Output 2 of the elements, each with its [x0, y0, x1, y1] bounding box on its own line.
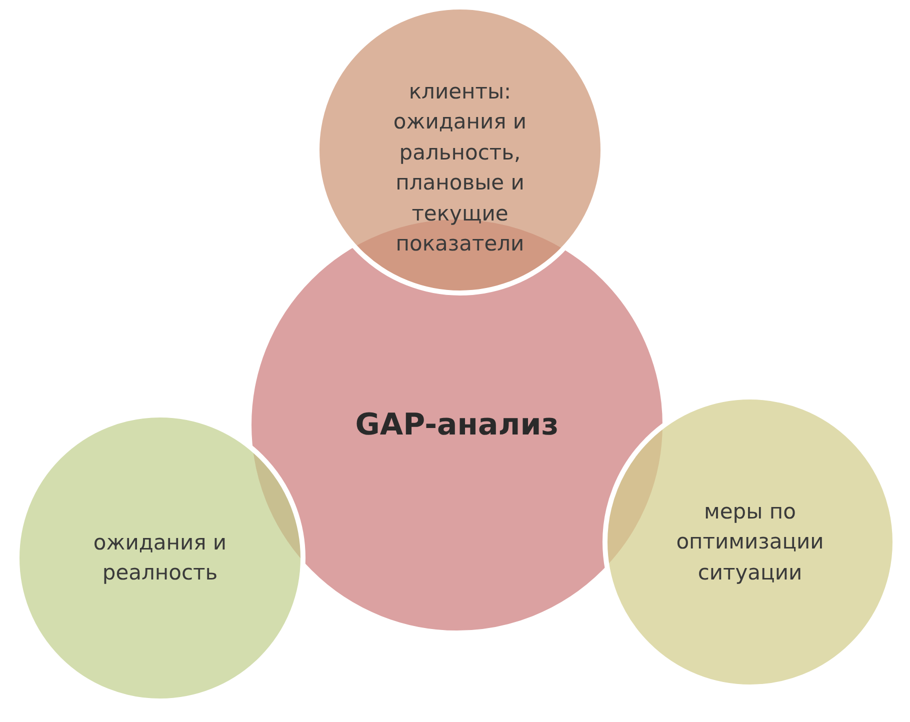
circle-label: ожидания и реалность	[60, 528, 260, 588]
circle-title: GAP-анализ	[355, 403, 559, 447]
